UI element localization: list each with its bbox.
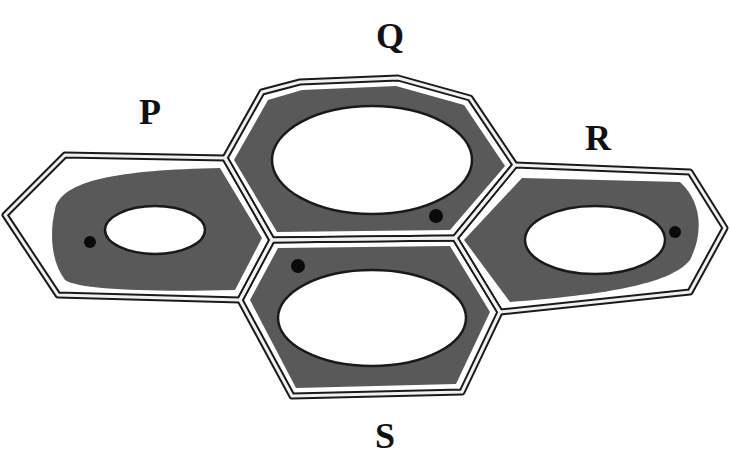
cell-label: S (375, 418, 395, 454)
vacuole (272, 106, 472, 214)
vacuole (525, 206, 665, 274)
nucleus (291, 259, 305, 273)
cytoplasm (250, 246, 490, 388)
cytoplasm (52, 168, 262, 291)
cell-wall (455, 165, 725, 312)
cell-label: Q (376, 18, 404, 54)
nucleus (669, 226, 681, 238)
vacuole (278, 270, 466, 366)
cell-wall (240, 238, 500, 396)
cell-label: P (139, 94, 161, 130)
cytoplasm (464, 178, 699, 302)
nucleus (84, 236, 96, 248)
cytoplasm (234, 86, 505, 232)
cell-wall (5, 155, 272, 300)
vacuole (105, 206, 205, 254)
cell-wall (455, 165, 725, 312)
cell-label: R (585, 120, 611, 156)
cell-wall (240, 238, 500, 396)
nucleus (429, 209, 443, 223)
